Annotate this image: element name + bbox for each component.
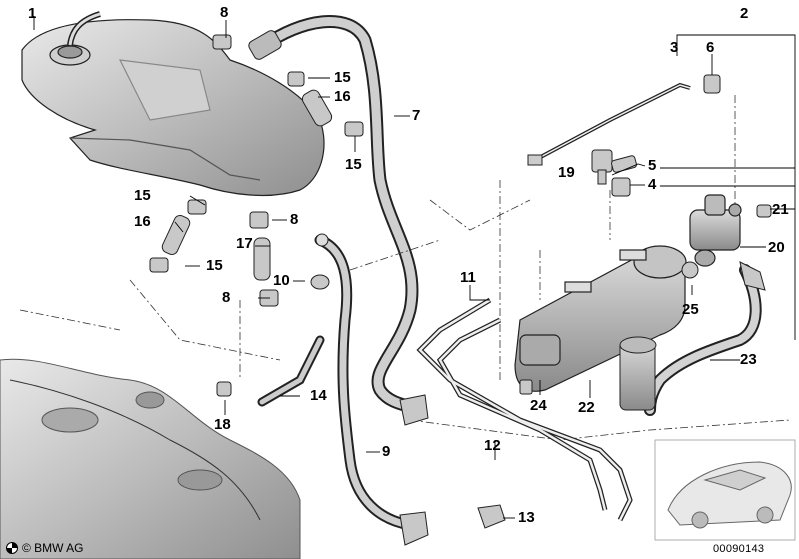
leak-pump (689, 194, 742, 267)
callout-2: 2 (740, 5, 749, 22)
car-thumbnail (654, 439, 796, 541)
callout-6: 6 (706, 39, 715, 56)
pipe-3 (527, 82, 691, 166)
callout-24: 24 (530, 397, 547, 414)
callout-13: 13 (518, 509, 535, 526)
callout-15-b: 15 (345, 156, 362, 173)
callout-16-a: 16 (334, 88, 351, 105)
callout-17: 17 (236, 235, 253, 252)
callout-22: 22 (578, 399, 595, 416)
activated-carbon-canister (514, 245, 687, 392)
connector-14 (257, 335, 325, 407)
callout-8-top: 8 (220, 4, 229, 21)
callout-8-low: 8 (222, 289, 231, 306)
callout-10: 10 (273, 272, 290, 289)
callout-14: 14 (310, 387, 327, 404)
callout-8-mid: 8 (290, 211, 299, 228)
hose-7 (248, 15, 427, 417)
copyright-text: © BMW AG (22, 541, 84, 555)
callout-11: 11 (460, 269, 476, 286)
callout-9: 9 (382, 443, 391, 460)
callout-21: 21 (772, 201, 789, 218)
callout-15-d: 15 (206, 257, 223, 274)
callout-25: 25 (682, 301, 699, 318)
callout-12: 12 (484, 437, 501, 454)
callout-15-c: 15 (134, 187, 151, 204)
small-parts-right (399, 74, 772, 546)
hose-9 (314, 233, 416, 531)
callout-16-b: 16 (134, 213, 151, 230)
callout-5: 5 (648, 157, 657, 174)
callout-1: 1 (28, 5, 37, 22)
copyright: © BMW AG (6, 541, 84, 555)
callout-4: 4 (648, 176, 657, 193)
callout-15-a: 15 (334, 69, 351, 86)
callout-23: 23 (740, 351, 757, 368)
callout-7: 7 (412, 107, 421, 124)
bmw-logo-icon (6, 542, 18, 554)
callout-19: 19 (558, 164, 575, 181)
leader-lines (19, 95, 791, 441)
expansion-tank (21, 11, 325, 197)
hose-23 (619, 264, 762, 416)
fuel-tank-chassis (0, 358, 301, 559)
callout-leaders (33, 16, 796, 519)
callout-3: 3 (670, 39, 679, 56)
image-number: 00090143 (713, 543, 765, 555)
fittings-left (149, 34, 364, 397)
callout-18: 18 (214, 416, 231, 433)
callout-20: 20 (768, 239, 785, 256)
